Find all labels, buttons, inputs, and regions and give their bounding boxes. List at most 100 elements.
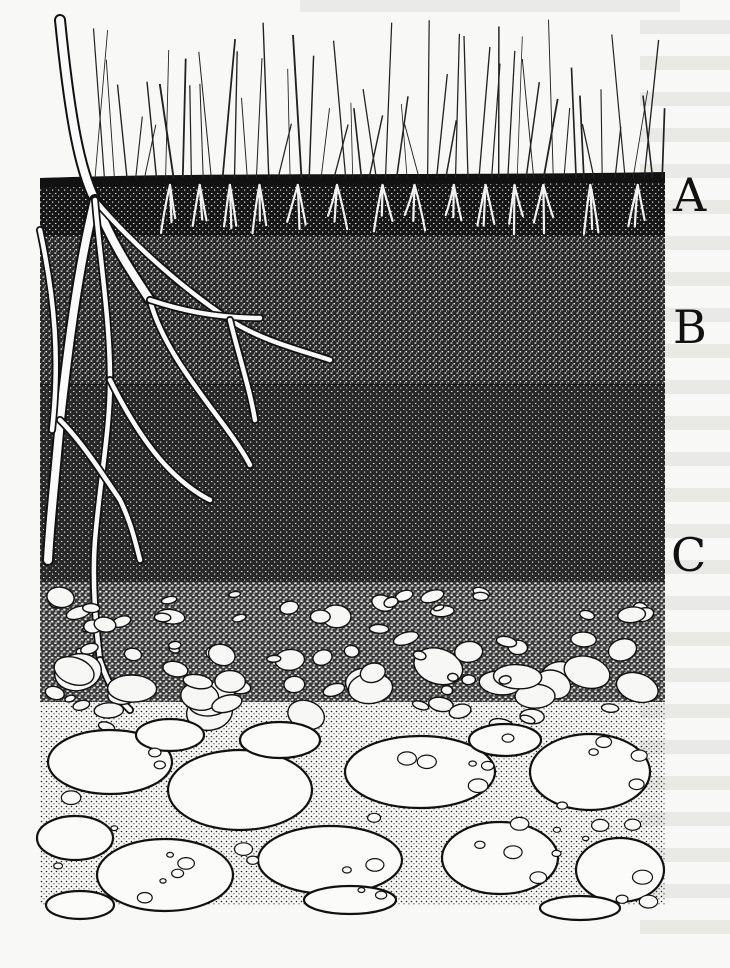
small-stone — [469, 761, 476, 766]
small-stone — [639, 895, 657, 908]
grass-blade — [580, 96, 584, 178]
small-stone — [583, 836, 589, 840]
small-stone — [178, 858, 195, 870]
small-stone — [633, 870, 653, 884]
grass-blade — [446, 120, 457, 178]
grass-blade — [456, 34, 460, 178]
grass-blade — [437, 74, 448, 178]
small-stone — [553, 827, 560, 832]
grass-blade — [428, 20, 430, 178]
pebble — [284, 676, 305, 693]
fine-root — [382, 185, 383, 216]
horizon-label-c: C — [671, 532, 706, 578]
fine-root — [514, 185, 515, 234]
small-stone — [343, 867, 352, 873]
pebble — [369, 624, 389, 633]
grass-blade — [183, 59, 186, 178]
boulder — [240, 722, 320, 758]
grass-blade — [517, 36, 522, 178]
boulder — [168, 750, 312, 830]
small-stone — [376, 891, 387, 899]
grass-blade — [363, 89, 376, 178]
fine-root — [413, 185, 414, 221]
small-stone — [592, 819, 609, 831]
pebble — [473, 592, 489, 601]
grass-blade — [95, 30, 108, 178]
pebble — [83, 603, 100, 612]
grass-blade — [106, 60, 114, 178]
small-stone — [482, 761, 494, 770]
small-stone — [111, 826, 118, 831]
small-stone — [149, 748, 161, 757]
grass-blade — [351, 103, 353, 178]
grass-blade — [464, 36, 468, 178]
grass-blade — [479, 47, 490, 178]
boulder — [136, 719, 204, 751]
boulder — [37, 816, 113, 860]
grass-blade — [223, 39, 236, 178]
pebble — [154, 613, 171, 622]
grass-blade — [549, 20, 554, 178]
boulder — [304, 886, 396, 914]
grass-blade — [94, 28, 105, 178]
horizon-a-layer — [40, 178, 665, 238]
grass-blade — [160, 84, 174, 178]
grass-blade — [662, 108, 664, 178]
small-stone — [631, 750, 647, 761]
small-stone — [625, 819, 641, 830]
grass-blade — [288, 69, 290, 178]
grass-blade — [166, 50, 169, 178]
small-stone — [510, 817, 528, 830]
grass-blade — [136, 117, 143, 178]
surface-grass — [40, 20, 665, 188]
grass-blade — [242, 98, 248, 178]
boulder — [46, 891, 114, 919]
grass-blade — [118, 85, 128, 179]
grass-blade — [612, 35, 625, 179]
grass-blade — [564, 108, 570, 178]
small-stone — [54, 863, 63, 869]
boulder — [530, 734, 650, 810]
small-stone — [589, 749, 598, 756]
grass-blade — [544, 99, 558, 178]
grass-blade — [615, 127, 621, 178]
small-stone — [596, 737, 612, 748]
pebble — [267, 655, 281, 662]
horizon-b-layer — [40, 236, 665, 386]
small-stone — [468, 779, 488, 793]
small-stone — [368, 813, 381, 822]
small-stone — [61, 791, 80, 805]
grass-blade — [309, 56, 313, 178]
pebble — [462, 675, 476, 685]
small-stone — [154, 761, 165, 769]
pebble — [571, 631, 597, 647]
small-stone — [504, 846, 522, 859]
small-stone — [137, 893, 152, 903]
grass-blade — [644, 40, 658, 178]
small-stone — [552, 850, 561, 856]
pebble — [107, 675, 157, 703]
pebble — [310, 610, 330, 623]
small-stone — [502, 734, 514, 742]
small-stone — [160, 879, 166, 883]
boulder — [97, 839, 233, 911]
small-stone — [172, 869, 184, 877]
small-stone — [247, 856, 259, 864]
pebble — [215, 670, 246, 692]
boulder — [540, 896, 620, 920]
small-stone — [358, 888, 365, 893]
grass-blade — [200, 84, 203, 178]
grass-blade — [256, 58, 262, 178]
grass-blade — [190, 85, 192, 178]
small-stone — [398, 752, 417, 765]
pebble — [447, 673, 458, 682]
small-stone — [417, 755, 436, 768]
small-stone — [167, 852, 174, 857]
boulder — [576, 838, 664, 902]
horizon-label-b: B — [673, 304, 707, 350]
small-stone — [629, 779, 644, 790]
grass-blade — [293, 35, 302, 178]
small-stone — [616, 895, 628, 903]
